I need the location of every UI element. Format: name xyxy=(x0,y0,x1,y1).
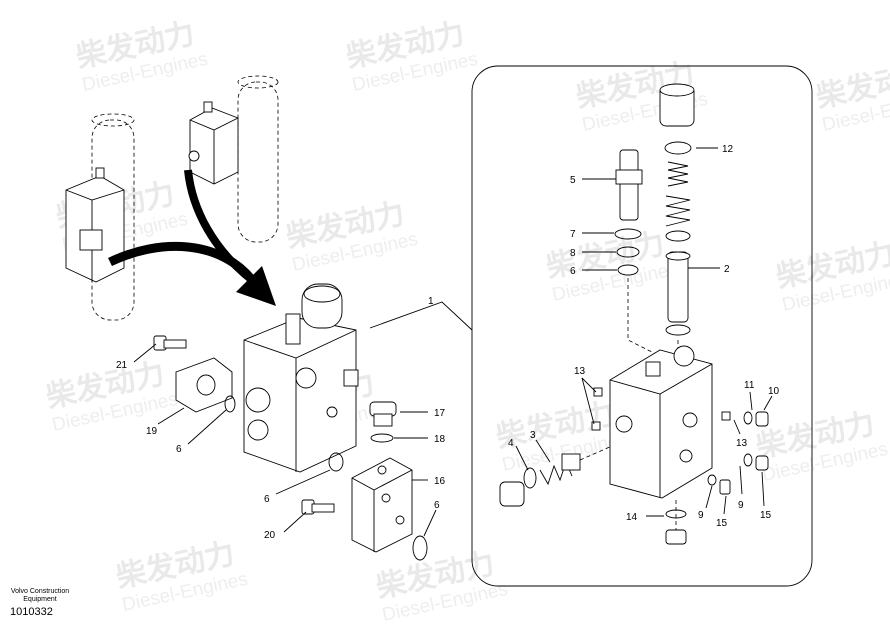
watermark-8: 柴发动力 Diesel-Engines xyxy=(773,236,890,316)
part-20-bolt xyxy=(301,499,335,515)
watermark-14: 柴发动力 Diesel-Engines xyxy=(373,546,510,626)
callout-7: 7 xyxy=(570,229,576,240)
watermark-layer: 柴发动力 Diesel-Engines 柴发动力 Diesel-Engines … xyxy=(43,16,890,626)
callout-18: 18 xyxy=(434,434,446,445)
callout-3: 3 xyxy=(530,430,536,441)
callout-16: 16 xyxy=(434,476,446,487)
callout-17: 17 xyxy=(434,408,446,419)
callout-6-detail: 6 xyxy=(570,266,576,277)
assembly-arrow xyxy=(108,169,276,306)
callout-9-right: 9 xyxy=(738,500,744,511)
footer-drawing-number: 1010332 xyxy=(10,606,53,618)
detail-parts-3-4 xyxy=(499,445,613,507)
detail-part-5 xyxy=(614,149,661,357)
watermark-13: 柴发动力 Diesel-Engines xyxy=(113,536,250,616)
footer: Volvo Construction Equipment 1010332 xyxy=(10,588,70,618)
main-valve-block xyxy=(243,283,359,473)
callout-13-right: 13 xyxy=(736,438,748,449)
part-6-oring-a xyxy=(224,395,236,413)
callout-6-block: 6 xyxy=(264,494,270,505)
part-19-bore xyxy=(196,374,216,396)
callout-2: 2 xyxy=(724,264,730,275)
part-17-plug xyxy=(369,401,397,427)
callout-12: 12 xyxy=(722,144,734,155)
part-21-bolt xyxy=(153,335,187,351)
callout-13-left: 13 xyxy=(574,366,586,377)
callout-1: 1 xyxy=(428,296,434,307)
watermark-11: 柴发动力 Diesel-Engines xyxy=(493,396,630,476)
watermark-1: 柴发动力 Diesel-Engines xyxy=(73,16,210,96)
callout-20: 20 xyxy=(264,530,276,541)
callout-5: 5 xyxy=(570,175,576,186)
callouts: 1 5 12 7 8 6 2 13 11 10 13 3 4 9 15 14 9… xyxy=(116,144,780,541)
callout-15-right: 15 xyxy=(760,510,772,521)
watermark-4: 柴发动力 Diesel-Engines xyxy=(813,56,890,136)
part-6-oring-b xyxy=(328,452,344,472)
detail-small-fittings xyxy=(591,387,769,545)
leader-1 xyxy=(369,301,473,331)
part-18-oring xyxy=(370,433,394,443)
callout-21: 21 xyxy=(116,360,128,371)
part-16-block xyxy=(351,457,413,553)
callout-4: 4 xyxy=(508,438,514,449)
leader-lines xyxy=(133,147,773,537)
callout-9-left: 9 xyxy=(698,510,704,521)
callout-8: 8 xyxy=(570,248,576,259)
detail-frame xyxy=(471,65,813,587)
callout-15-left: 15 xyxy=(716,518,728,529)
callout-6-lower: 6 xyxy=(434,500,440,511)
context-cylinders xyxy=(65,75,279,321)
callout-14: 14 xyxy=(626,512,638,523)
footer-brand: Volvo Construction Equipment xyxy=(10,588,70,603)
watermark-12: 柴发动力 Diesel-Engines xyxy=(753,406,890,486)
callout-11: 11 xyxy=(744,380,755,391)
watermark-2: 柴发动力 Diesel-Engines xyxy=(343,16,480,96)
watermark-7: 柴发动力 Diesel-Engines xyxy=(543,226,680,306)
callout-6-flange: 6 xyxy=(176,444,182,455)
callout-19: 19 xyxy=(146,426,158,437)
detail-valve-body xyxy=(609,345,713,499)
part-6-oring-c xyxy=(412,535,428,561)
callout-10: 10 xyxy=(768,386,780,397)
detail-stack xyxy=(659,83,695,354)
watermark-6: 柴发动力 Diesel-Engines xyxy=(283,196,420,276)
